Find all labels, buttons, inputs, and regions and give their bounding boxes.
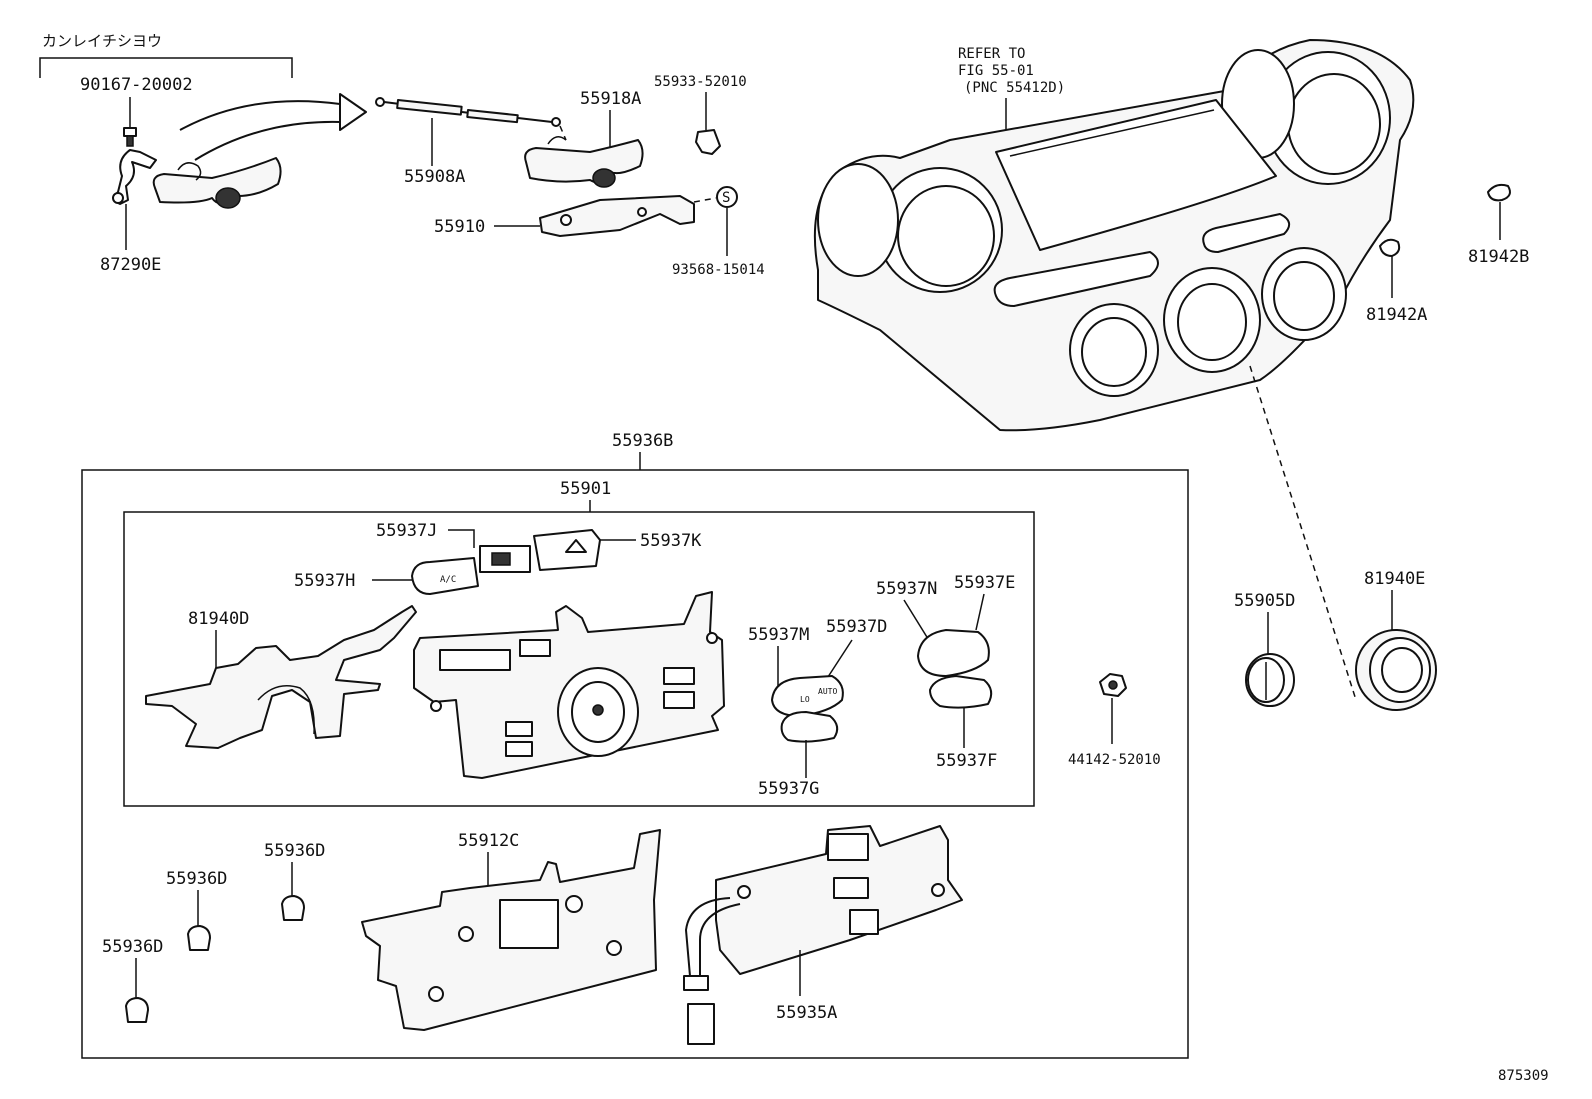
label-55910: 55910 [434,217,485,237]
main-control-panel [413,591,725,779]
part-55933-clip: 55933-52010 [654,74,747,155]
label-55912C: 55912C [458,831,519,851]
part-90167-group: 90167-20002 [80,75,193,147]
bracket-line [39,57,293,78]
label-44142-52010: 44142-52010 [1068,752,1161,768]
label-81942A: 81942A [1366,305,1427,325]
screw-icon [123,127,137,147]
label-90167-20002: 90167-20002 [80,75,193,95]
label-55901: 55901 [560,479,611,499]
part-55908A-cable: 55908A [375,97,561,187]
part-55937N-E-F-button: 55937N 55937E 55937F [876,573,1015,771]
part-55910-bracket: 55910 [434,195,717,237]
label-55937F: 55937F [936,751,997,771]
s-circle-icon [716,186,738,208]
label-81942B: 81942B [1468,247,1529,267]
part-55935A-board: 55935A [683,825,963,1045]
lo-mark: LO [800,695,810,704]
label-93568-15014: 93568-15014 [672,262,765,278]
part-55937J-button: 55937J [376,521,531,573]
bracket-note-group: カンレイチシヨウ [39,32,293,78]
label-55908A: 55908A [404,167,465,187]
part-55936D-bulb-b: 55936D [166,869,227,951]
part-55918A-lever: 55918A [524,89,644,188]
hazard-icon [565,539,587,553]
assembly-box-55901 [123,511,1035,807]
part-93568-symbol: S 93568-15014 [672,186,765,278]
part-81942B-clip: 81942B [1468,183,1529,267]
symbol-s: S [722,190,730,206]
part-81942A-clip: 81942A [1366,238,1427,325]
part-87290E-sensor: 87290E [100,149,161,275]
label-55936D-b: 55936D [166,869,227,889]
part-81940E-ring: 81940E [1355,569,1437,711]
bracket-note-label: カンレイチシヨウ [42,32,162,50]
label-55937G: 55937G [758,779,819,799]
label-55937H: 55937H [294,571,355,591]
label-87290E: 87290E [100,255,161,275]
label-55936D-a: 55936D [264,841,325,861]
label-55905D: 55905D [1234,591,1295,611]
label-55937N: 55937N [876,579,937,599]
part-55937K-button: 55937K [533,529,702,571]
label-55937K: 55937K [640,531,702,551]
label-55933-52010: 55933-52010 [654,74,747,90]
label-55936D-c: 55936D [102,937,163,957]
label-55937J: 55937J [376,521,437,541]
label-55935A: 55935A [776,1003,837,1023]
label-55937D: 55937D [826,617,887,637]
label-55918A: 55918A [580,89,641,109]
assembly-box-55936B [81,469,1189,1059]
label-55937M: 55937M [748,625,809,645]
label-55936B: 55936B [612,431,673,451]
part-55905D-knob: 55905D [1234,591,1295,707]
part-55937H-button: 55937H A/C [294,557,479,595]
direction-arrow [179,93,367,161]
part-55936D-bulb-a: 55936D [264,841,325,921]
part-55936D-bulb-c: 55936D [102,937,163,1023]
refer-line-3: (PNC 55412D) [964,80,1065,96]
center-panel-housing: REFER TO FIG 55-01 (PNC 55412D) [813,39,1415,701]
lever-knob-left [152,157,282,209]
label-81940D: 81940D [188,609,249,629]
auto-mark: AUTO [818,687,837,696]
part-81940D-frame: 81940D [145,605,417,749]
label-81940E: 81940E [1364,569,1425,589]
ac-mark: A/C [440,575,456,585]
part-55912C-board: 55912C [361,829,661,1031]
figure-number: 875309 [1498,1068,1549,1084]
refer-line-2: FIG 55-01 [958,63,1034,79]
label-55937E: 55937E [954,573,1015,593]
part-44142-nut: 44142-52010 [1068,673,1161,768]
refer-line-1: REFER TO [958,46,1025,62]
part-55937M-D-button: 55937M 55937D LO AUTO 55937G [748,617,887,799]
